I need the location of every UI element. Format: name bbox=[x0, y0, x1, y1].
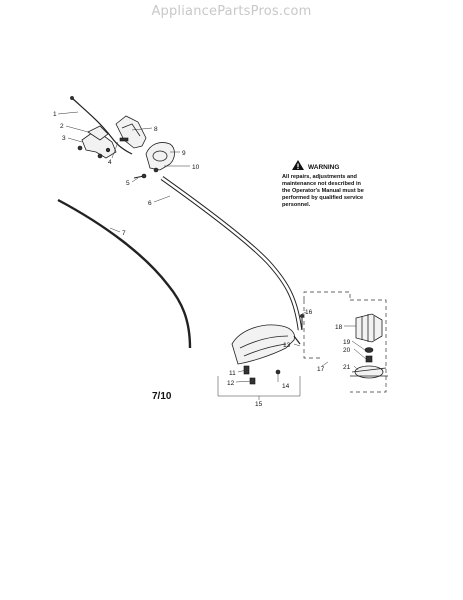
callout-21: 21 bbox=[343, 364, 351, 371]
screw bbox=[77, 145, 83, 151]
part-19-spring bbox=[364, 347, 374, 353]
warning-line-1: All repairs, adjustments and bbox=[282, 174, 357, 180]
callout-16: 16 bbox=[305, 309, 313, 316]
part-14-screw bbox=[275, 369, 281, 375]
part-7-line bbox=[57, 198, 192, 349]
part-9-clamp bbox=[145, 142, 175, 171]
part-8-housing-detail bbox=[121, 123, 141, 137]
callout-4: 4 bbox=[108, 159, 112, 166]
callout-7: 7 bbox=[122, 230, 126, 237]
screw bbox=[97, 153, 103, 159]
callout-17: 17 bbox=[317, 366, 325, 373]
callout-5: 5 bbox=[126, 180, 130, 187]
page-code: 7/10 bbox=[152, 391, 172, 402]
callout-19: 19 bbox=[343, 339, 351, 346]
part-11-clip bbox=[243, 365, 250, 375]
clamp-hole bbox=[152, 150, 168, 162]
callout-13: 13 bbox=[283, 342, 291, 349]
warning-triangle-icon bbox=[292, 160, 304, 170]
part-2-handle-piece bbox=[87, 125, 109, 141]
part-18-bump-knob bbox=[355, 313, 383, 343]
callout-8: 8 bbox=[154, 126, 158, 133]
warning-line-5: personnel. bbox=[282, 202, 311, 208]
part-6-shaft-inner bbox=[161, 176, 302, 331]
warning-line-3: the Operator's Manual must be bbox=[282, 188, 364, 194]
callout-9: 9 bbox=[182, 150, 186, 157]
callout-20: 20 bbox=[343, 347, 351, 354]
screw-head bbox=[300, 314, 304, 318]
callout-10: 10 bbox=[192, 164, 200, 171]
warning-line-2: maintenance not described in bbox=[282, 181, 362, 187]
leader-lines bbox=[57, 111, 367, 383]
site-watermark: AppliancePartsPros.com bbox=[151, 4, 312, 19]
callout-2: 2 bbox=[60, 123, 64, 130]
warning-line-4: performed by qualified service bbox=[282, 195, 363, 201]
part-4-trigger bbox=[119, 137, 129, 142]
guard-rib bbox=[239, 335, 289, 349]
callout-12: 12 bbox=[227, 380, 235, 387]
guard-rib bbox=[243, 343, 287, 357]
knob-ribs bbox=[361, 314, 375, 342]
spool-line bbox=[350, 367, 388, 377]
screw bbox=[105, 147, 111, 153]
callout-6: 6 bbox=[148, 200, 152, 207]
warning-title: WARNING bbox=[308, 164, 339, 171]
callout-3: 3 bbox=[62, 135, 66, 142]
callout-14: 14 bbox=[282, 383, 290, 390]
callout-1: 1 bbox=[53, 111, 57, 118]
part-20-washer bbox=[365, 355, 373, 363]
part-8-trigger-housing bbox=[115, 115, 147, 149]
callout-15: 15 bbox=[255, 401, 263, 408]
assembly-17-outline bbox=[303, 291, 387, 393]
part-1-cable bbox=[71, 97, 133, 155]
screw-head bbox=[141, 173, 147, 179]
part-13-shaft-end bbox=[293, 335, 301, 345]
callout-18: 18 bbox=[335, 324, 343, 331]
warning-notice: WARNING All repairs, adjustments and mai… bbox=[282, 160, 364, 208]
callout-11: 11 bbox=[229, 370, 236, 377]
part-10-nut bbox=[153, 167, 159, 173]
cable-end bbox=[70, 96, 74, 100]
